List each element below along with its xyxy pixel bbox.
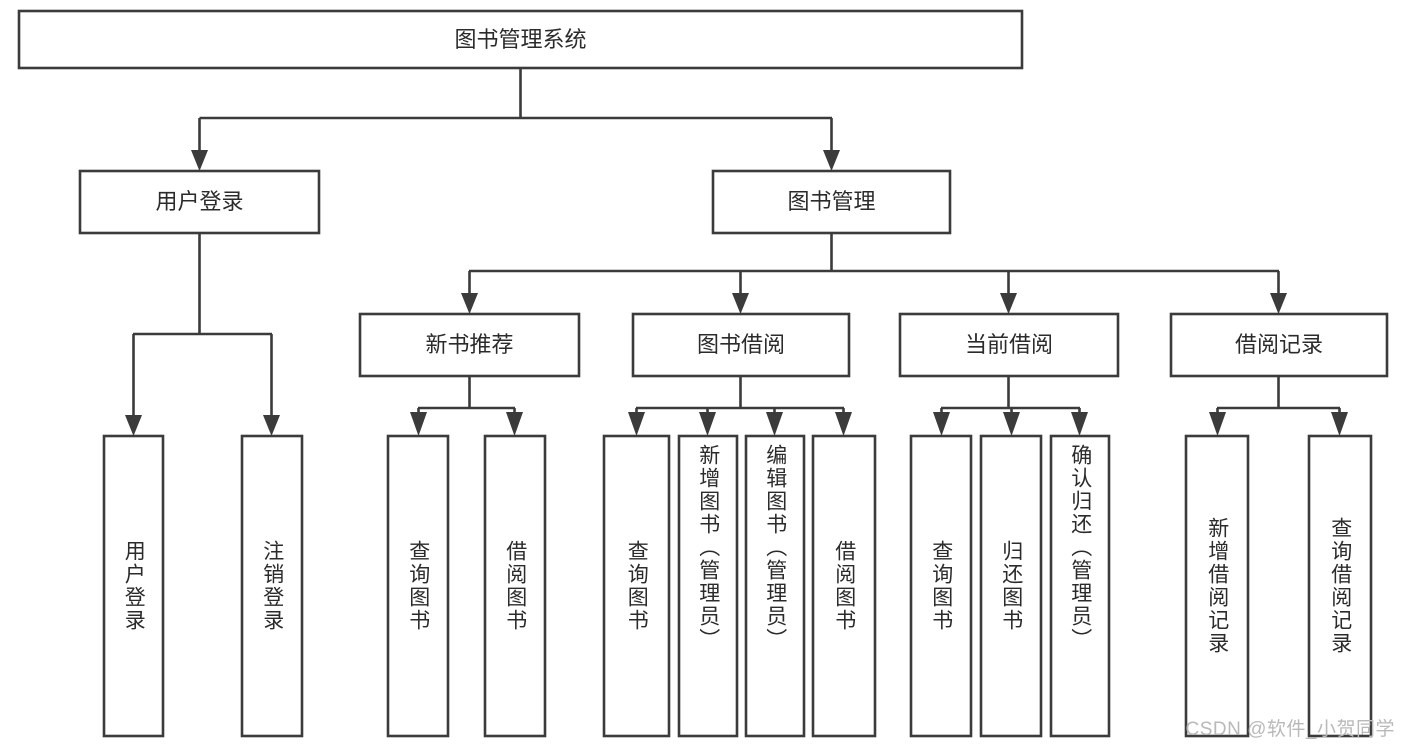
node-borrow-record[interactable]: 借阅记录 <box>1169 312 1389 378</box>
arrow-head-leaf-borrow-book-1 <box>506 412 523 436</box>
arrow-head-user-login <box>191 150 208 171</box>
leaf-box-borrow-book-1[interactable] <box>483 434 547 738</box>
leaf-box-edit-book[interactable] <box>744 434 806 738</box>
node-book-management-label: 图书管理 <box>787 189 875 214</box>
edge-group-root <box>191 68 840 171</box>
leaf-box-user-login[interactable] <box>102 434 165 738</box>
node-book-borrow-box[interactable] <box>631 312 851 378</box>
leaf-box-add-book[interactable] <box>677 434 739 738</box>
edge-group-current-borrow <box>933 376 1088 436</box>
node-user-login[interactable]: 用户登录 <box>78 169 321 235</box>
arrow-head-leaf-edit-book <box>766 412 783 436</box>
arrow-head-leaf-query-book-3 <box>933 412 950 436</box>
arrow-head-record <box>1270 293 1287 314</box>
node-user-login-label: 用户登录 <box>155 189 243 214</box>
arrow-head-leaf-add-book <box>699 412 716 436</box>
node-book-management-box[interactable] <box>711 169 952 235</box>
leaf-box-confirm-return[interactable] <box>1049 434 1111 738</box>
node-root-box[interactable] <box>17 9 1024 70</box>
node-book-borrow[interactable]: 图书借阅 <box>631 312 851 378</box>
csdn-watermark: CSDN @软件_小贺同学 <box>1185 719 1395 740</box>
arrow-head-leaf-return-book <box>1003 412 1020 436</box>
edge-group-borrow-record <box>1209 376 1348 436</box>
leaf-box-query-book-1[interactable] <box>386 434 450 738</box>
arrow-head-leaf-query-record <box>1331 412 1348 436</box>
edge-group-book-mgmt <box>461 233 1287 314</box>
arrow-head-leaf-query-book-1 <box>410 412 427 436</box>
arrow-head-current <box>1000 293 1017 314</box>
node-new-book-recommend-box[interactable] <box>358 312 581 378</box>
leaf-box-logout[interactable] <box>240 434 304 738</box>
node-current-borrow[interactable]: 当前借阅 <box>898 312 1120 378</box>
arrow-head-new-book <box>461 293 478 314</box>
arrow-head-leaf-borrow-book-2 <box>835 412 852 436</box>
node-user-login-box[interactable] <box>78 169 321 235</box>
leaf-box-query-book-3[interactable] <box>909 434 973 738</box>
arrow-head-book-mgmt <box>823 150 840 171</box>
edge-group-book-borrow <box>628 376 852 436</box>
edge-group-user-login <box>125 233 280 436</box>
node-book-management[interactable]: 图书管理 <box>711 169 952 235</box>
arrow-head-leaf-logout <box>263 415 280 436</box>
node-book-borrow-label: 图书借阅 <box>697 332 785 357</box>
node-borrow-record-label: 借阅记录 <box>1235 332 1323 357</box>
edge-group-new-book <box>410 376 523 436</box>
leaf-boxes <box>102 434 1373 738</box>
node-borrow-record-box[interactable] <box>1169 312 1389 378</box>
arrow-head-leaf-query-book-2 <box>628 412 645 436</box>
leaf-box-query-record[interactable] <box>1307 434 1373 738</box>
node-new-book-recommend-label: 新书推荐 <box>425 332 513 357</box>
node-new-book-recommend[interactable]: 新书推荐 <box>358 312 581 378</box>
arrow-head-leaf-user-login <box>125 415 142 436</box>
node-root-label: 图书管理系统 <box>454 27 586 52</box>
node-current-borrow-label: 当前借阅 <box>965 332 1053 357</box>
node-current-borrow-box[interactable] <box>898 312 1120 378</box>
arrow-head-borrow <box>732 293 749 314</box>
leaf-box-query-book-2[interactable] <box>602 434 671 738</box>
leaf-box-return-book[interactable] <box>979 434 1043 738</box>
arrow-head-leaf-confirm-return <box>1071 412 1088 436</box>
leaf-box-add-record[interactable] <box>1184 434 1250 738</box>
node-root[interactable]: 图书管理系统 <box>17 9 1024 70</box>
arrow-head-leaf-add-record <box>1209 412 1226 436</box>
leaf-box-borrow-book-2[interactable] <box>811 434 877 738</box>
